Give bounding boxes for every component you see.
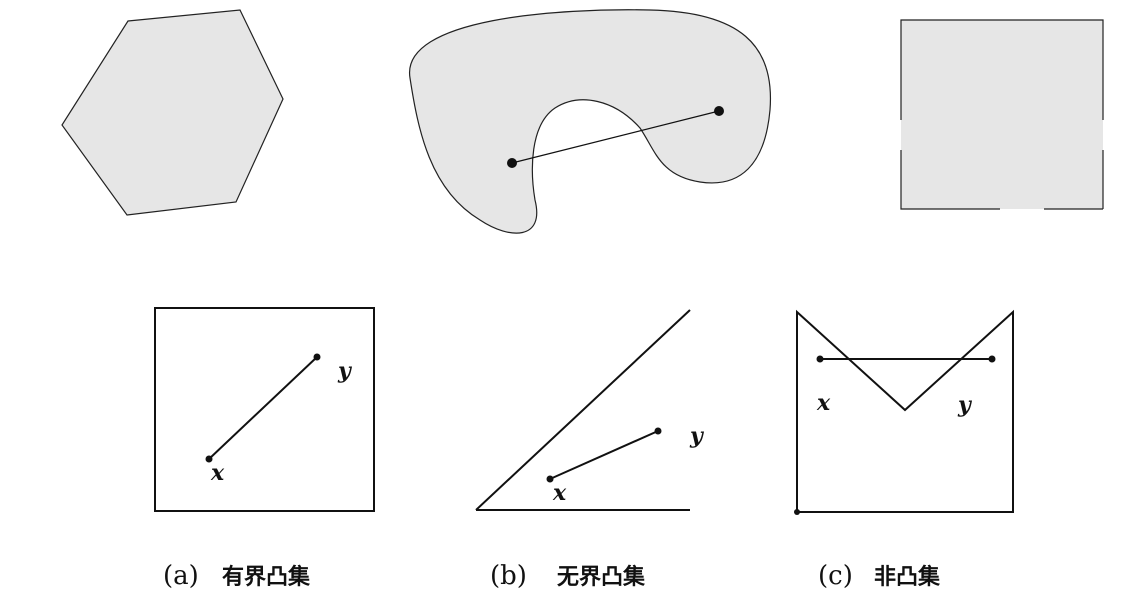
notched-square [796,309,1014,513]
caption-text-a: 有界凸集 [222,564,311,590]
hexagon-shape [61,9,284,216]
caption-text-c: 非凸集 [874,564,941,590]
label-x-b: x [552,480,567,506]
square-fill [901,20,1103,209]
label-y-b: y [689,423,705,449]
label-y-c: y [957,392,973,418]
label-y-a: y [337,358,353,384]
point-x-b [546,475,554,483]
segment-xy-b [549,430,659,480]
partial-boundary-square [900,19,1104,210]
caption-letter-a: (a) [163,561,199,591]
caption-letter-b: (b) [490,561,527,591]
square-edge-top-left [900,19,1104,120]
bounded-square [154,307,375,512]
kidney-point-right [714,106,724,116]
square-edge-bottom-left [900,150,1000,210]
top-row [61,9,1104,234]
panel-a: x y (a) 有界凸集 [154,307,375,591]
kidney-shape [409,9,772,234]
corner-dot [794,509,800,515]
label-x-c: x [816,390,831,416]
caption-letter-c: (c) [818,561,853,591]
boundary-ray-diagonal [475,309,691,511]
segment-xy-a [208,356,318,460]
point-y-a [313,353,321,361]
kidney-chord-segment [511,110,720,164]
panel-b: x y (b) 无界凸集 [475,309,705,591]
kidney-point-left [507,158,517,168]
label-x-a: x [210,460,225,486]
point-x-c [816,355,824,363]
caption-text-b: 无界凸集 [557,564,646,590]
point-y-c [988,355,996,363]
point-y-b [654,427,662,435]
panel-c: x y (c) 非凸集 [794,309,1014,591]
point-x-a [205,455,213,463]
